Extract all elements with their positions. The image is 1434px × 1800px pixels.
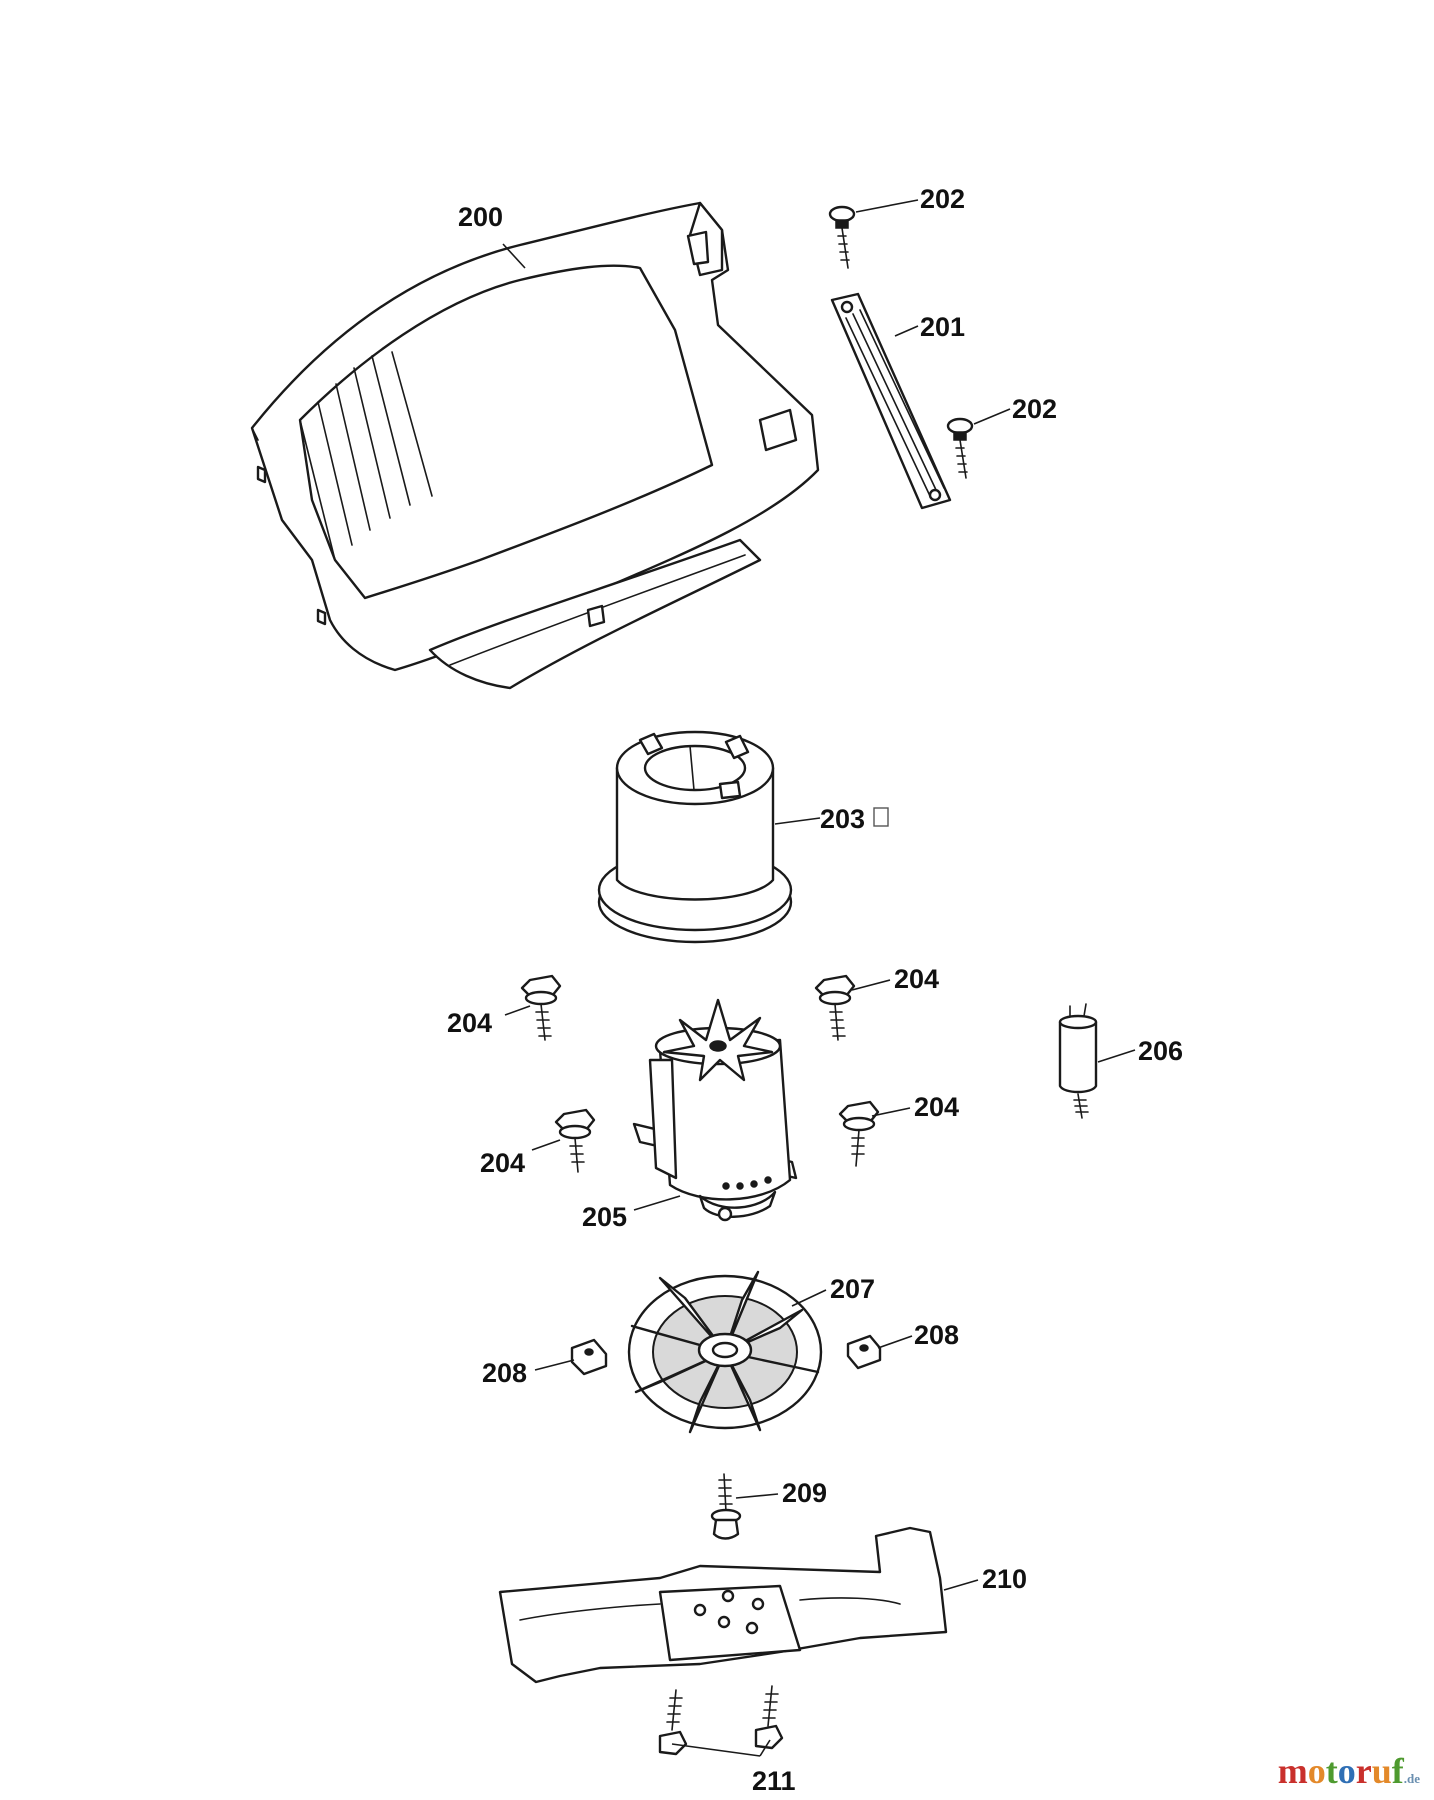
callout-206: 206 (1138, 1036, 1183, 1066)
leader-lines (502, 199, 1136, 1757)
part-204-screw-right-upper (814, 974, 856, 1041)
part-204-screw-right-lower (838, 1100, 880, 1167)
callout-204-left-upper: 204 (447, 1008, 492, 1038)
part-211-bolt-left (658, 1689, 688, 1756)
watermark-letters: motoruf (1278, 1751, 1404, 1791)
callout-209: 209 (782, 1478, 827, 1508)
watermark-letter: o (1337, 1751, 1356, 1791)
watermark-letter: u (1371, 1751, 1392, 1791)
part-208-nut-right (846, 1334, 882, 1370)
callout-207: 207 (830, 1274, 875, 1304)
part-202-screw-top (828, 205, 856, 269)
callout-205: 205 (582, 1202, 627, 1232)
callout-200: 200 (458, 202, 503, 232)
part-206-capacitor (1058, 1003, 1098, 1119)
part-200-housing (250, 201, 820, 690)
callout-203-box (873, 807, 889, 827)
watermark-letter: t (1325, 1751, 1338, 1791)
watermark-suffix: .de (1403, 1771, 1420, 1786)
part-204-screw-left-upper (520, 974, 562, 1041)
callout-202-bottom: 202 (1012, 394, 1057, 424)
part-209-bolt (710, 1473, 742, 1540)
callout-203: 203 (820, 804, 865, 834)
part-205-motor (632, 998, 798, 1222)
callout-204-right-upper: 204 (894, 964, 939, 994)
callout-208-right: 208 (914, 1320, 959, 1350)
part-201-bracket (830, 292, 952, 510)
callout-204-left-lower: 204 (480, 1148, 525, 1178)
part-211-bolt-right (754, 1685, 784, 1750)
watermark-letter: f (1391, 1751, 1404, 1791)
callout-labels: 200 201 202 202 203 204 204 204 204 205 … (447, 184, 1183, 1796)
part-208-nut-left (570, 1338, 608, 1376)
watermark-letter: o (1307, 1751, 1326, 1791)
watermark-letter: m (1277, 1751, 1308, 1791)
part-202-screw-bottom (946, 417, 974, 479)
callout-208-left: 208 (482, 1358, 527, 1388)
callout-201: 201 (920, 312, 965, 342)
part-203-motor-cover (597, 730, 793, 944)
callout-211: 211 (752, 1766, 796, 1796)
part-210-blade (498, 1526, 948, 1684)
callout-210: 210 (982, 1564, 1027, 1594)
part-204-screw-left-lower (554, 1108, 596, 1173)
motoruf-watermark-logo: motoruf.de (1278, 1750, 1420, 1792)
callout-202-top: 202 (920, 184, 965, 214)
watermark-letter: r (1355, 1751, 1372, 1791)
part-207-fan (627, 1270, 823, 1434)
callout-204-right-lower: 204 (914, 1092, 959, 1122)
